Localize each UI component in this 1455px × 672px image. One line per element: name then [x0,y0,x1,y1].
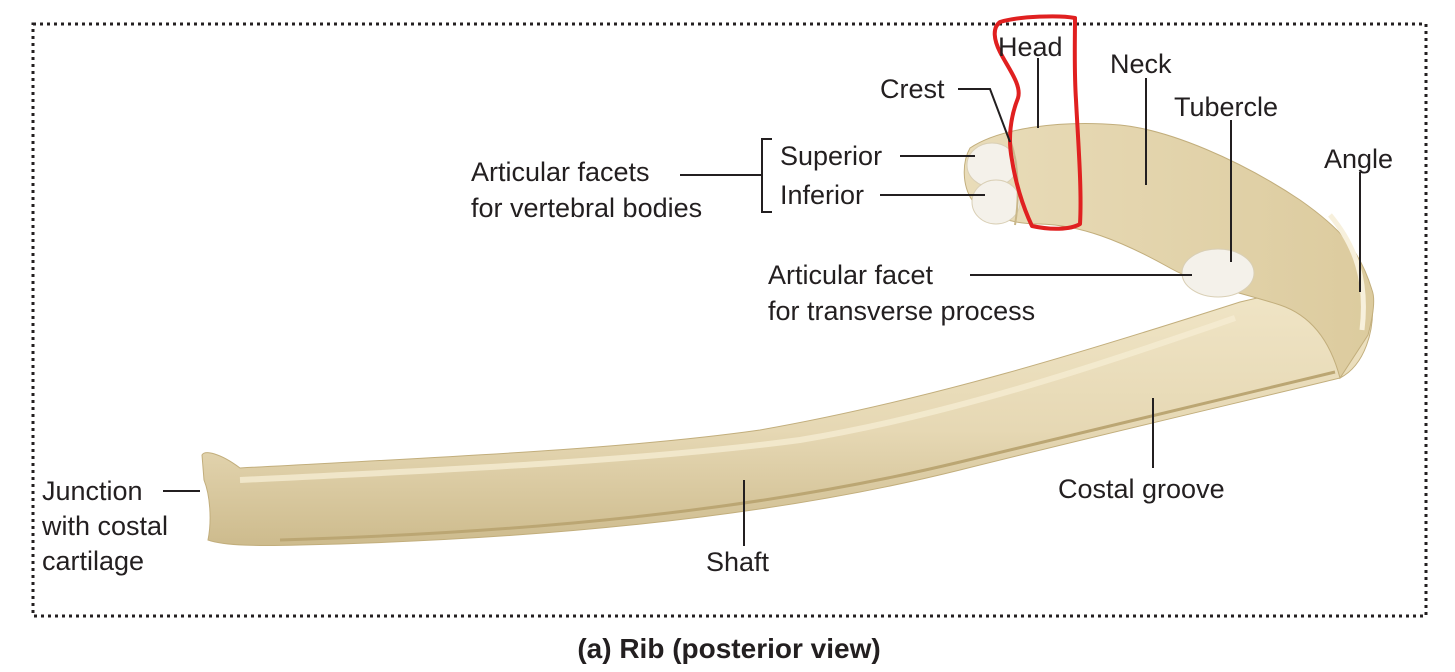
label-articular-facets-line1: Articular facets [471,157,650,187]
label-articular-facet-line2: for transverse process [768,296,1035,326]
label-crest: Crest [880,74,945,104]
rib-angle-ridge [1328,213,1366,331]
label-tubercle: Tubercle [1174,92,1278,122]
figure-caption: (a) Rib (posterior view) [577,633,880,664]
crest-leader [958,88,1011,143]
label-shaft: Shaft [706,547,770,577]
rib-costal-groove-edge [279,370,1336,542]
articular-facets-bracket [761,138,772,213]
label-costal-groove: Costal groove [1058,474,1225,504]
label-angle: Angle [1324,144,1393,174]
dotted-frame [31,22,1428,618]
rib-shaft-shape [201,289,1374,546]
label-head: Head [998,32,1063,62]
label-junction-line2: with costal [41,511,168,541]
leader-lines [163,58,1361,546]
rib-shaft-highlight [239,315,1236,483]
label-articular-facets-line2: for vertebral bodies [471,193,702,223]
label-junction-line3: cartilage [42,546,144,576]
label-superior: Superior [780,141,882,171]
red-annotation-outline [992,14,1083,231]
label-articular-facet-line1: Articular facet [768,260,934,290]
rib-bone [201,123,1375,546]
label-junction-line1: Junction [42,476,143,506]
tubercle-articular-facet [1181,248,1255,298]
label-inferior: Inferior [780,180,864,210]
label-neck: Neck [1110,49,1172,79]
rib-neck-shape [963,123,1375,380]
inferior-articular-facet [971,179,1021,225]
